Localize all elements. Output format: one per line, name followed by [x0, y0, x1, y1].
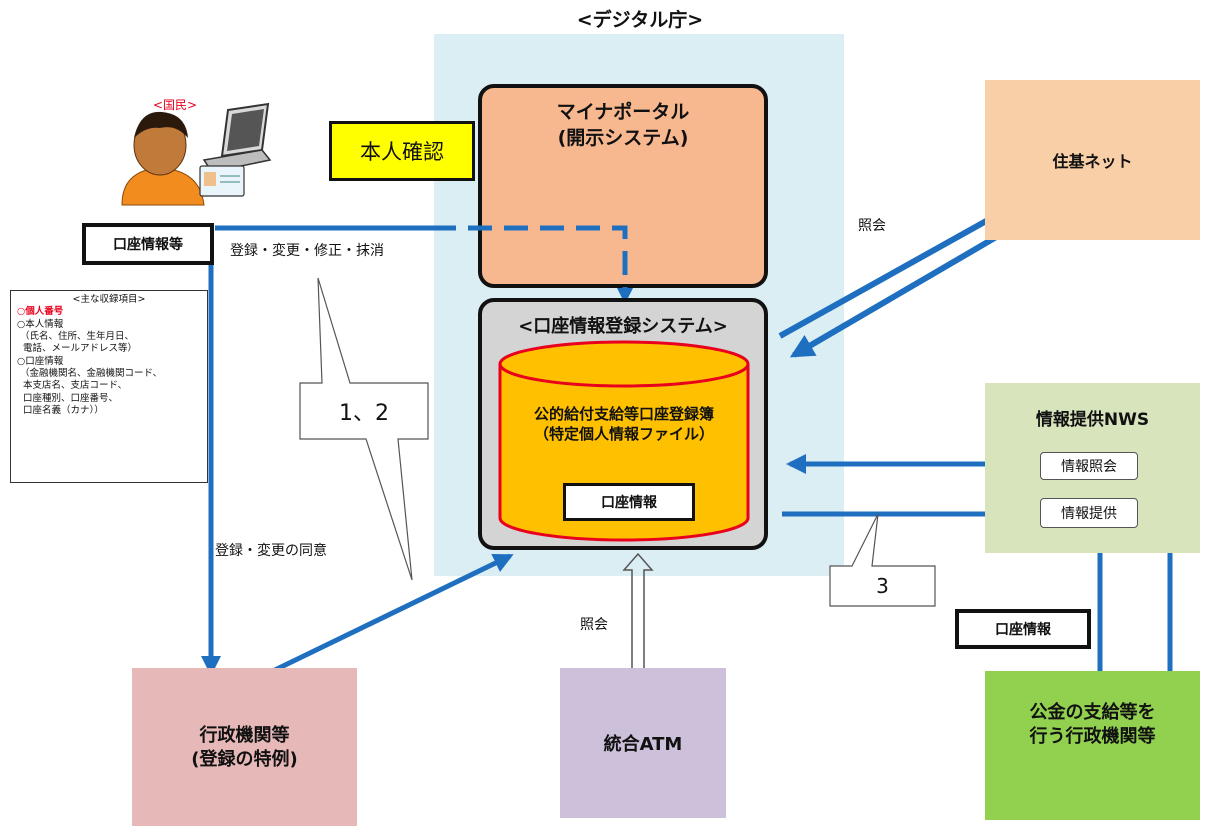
administrative-agency-label: 行政機関等 (登録の特例): [191, 725, 298, 771]
recorded-item-line: 口座種別、口座番号、: [17, 392, 119, 404]
recorded-item-line: （金融機関名、金融機関コード、: [17, 368, 163, 380]
laptop-icon: [202, 102, 272, 173]
digital-agency-title: <デジタル庁>: [576, 8, 704, 31]
recorded-item-line: ○本人情報: [17, 318, 64, 330]
database-label: 公的給付支給等口座登録簿 （特定個人情報ファイル）: [533, 404, 714, 443]
jukinet-inquiry-label: 照会: [858, 218, 886, 234]
callout-1-2-label: 1、2: [339, 401, 389, 426]
info-inquiry-button: 情報照会: [1040, 452, 1138, 480]
atm-inquiry-label: 照会: [580, 617, 608, 633]
main-recorded-items-list: ○個人番号○本人情報 （氏名、住所、生年月日、 電話、メールアドレス等）○口座情…: [17, 306, 201, 417]
administrative-agency-box: 行政機関等 (登録の特例): [132, 668, 357, 826]
main-recorded-items-title: <主な収録項目>: [72, 294, 146, 305]
callout-3-shape: [829, 513, 936, 607]
my-number-card-icon: [199, 165, 245, 197]
citizen-account-info-box: 口座情報等: [82, 223, 214, 265]
database-cylinder-top: [498, 340, 750, 388]
recorded-item-line: 電話、メールアドレス等）: [17, 343, 138, 355]
integrated-atm-box: 統合ATM: [560, 668, 726, 818]
recorded-item-line: 本支店名、支店コード、: [17, 380, 128, 392]
registration-actions-label: 登録・変更・修正・抹消: [230, 243, 384, 259]
citizen-label: <国民>: [152, 97, 198, 112]
jukinet-box: 住基ネット: [985, 80, 1200, 240]
database-account-info-badge: 口座情報: [563, 483, 695, 521]
citizen-icon: [121, 111, 205, 206]
info-provision-nws-title: 情報提供NWS: [1035, 409, 1150, 430]
identity-verification-box: 本人確認: [329, 121, 475, 181]
callout-3-label: 3: [876, 574, 889, 598]
info-provide-button: 情報提供: [1040, 498, 1138, 528]
provided-account-info-box: 口座情報: [955, 609, 1091, 649]
main-recorded-items-box: <主な収録項目> ○個人番号○本人情報 （氏名、住所、生年月日、 電話、メールア…: [10, 290, 208, 483]
public-funds-agency-box: 公金の支給等を 行う行政機関等: [985, 671, 1200, 820]
atm-inquiry-arrow: [622, 552, 654, 686]
recorded-item-line: ○口座情報: [17, 355, 64, 367]
recorded-item-line: （氏名、住所、生年月日、: [17, 331, 135, 343]
public-funds-agency-label: 公金の支給等を 行う行政機関等: [1029, 702, 1156, 748]
recorded-item-line: ○個人番号: [17, 306, 64, 318]
recorded-item-line: 口座名義（カナ））: [17, 405, 104, 417]
consent-label: 登録・変更の同意: [215, 543, 327, 559]
mynaportal-label: マイナポータル (開示システム): [556, 101, 690, 149]
account-registration-system-title: <口座情報登録システム>: [518, 316, 728, 337]
callout-1-2-shape: [299, 277, 429, 581]
